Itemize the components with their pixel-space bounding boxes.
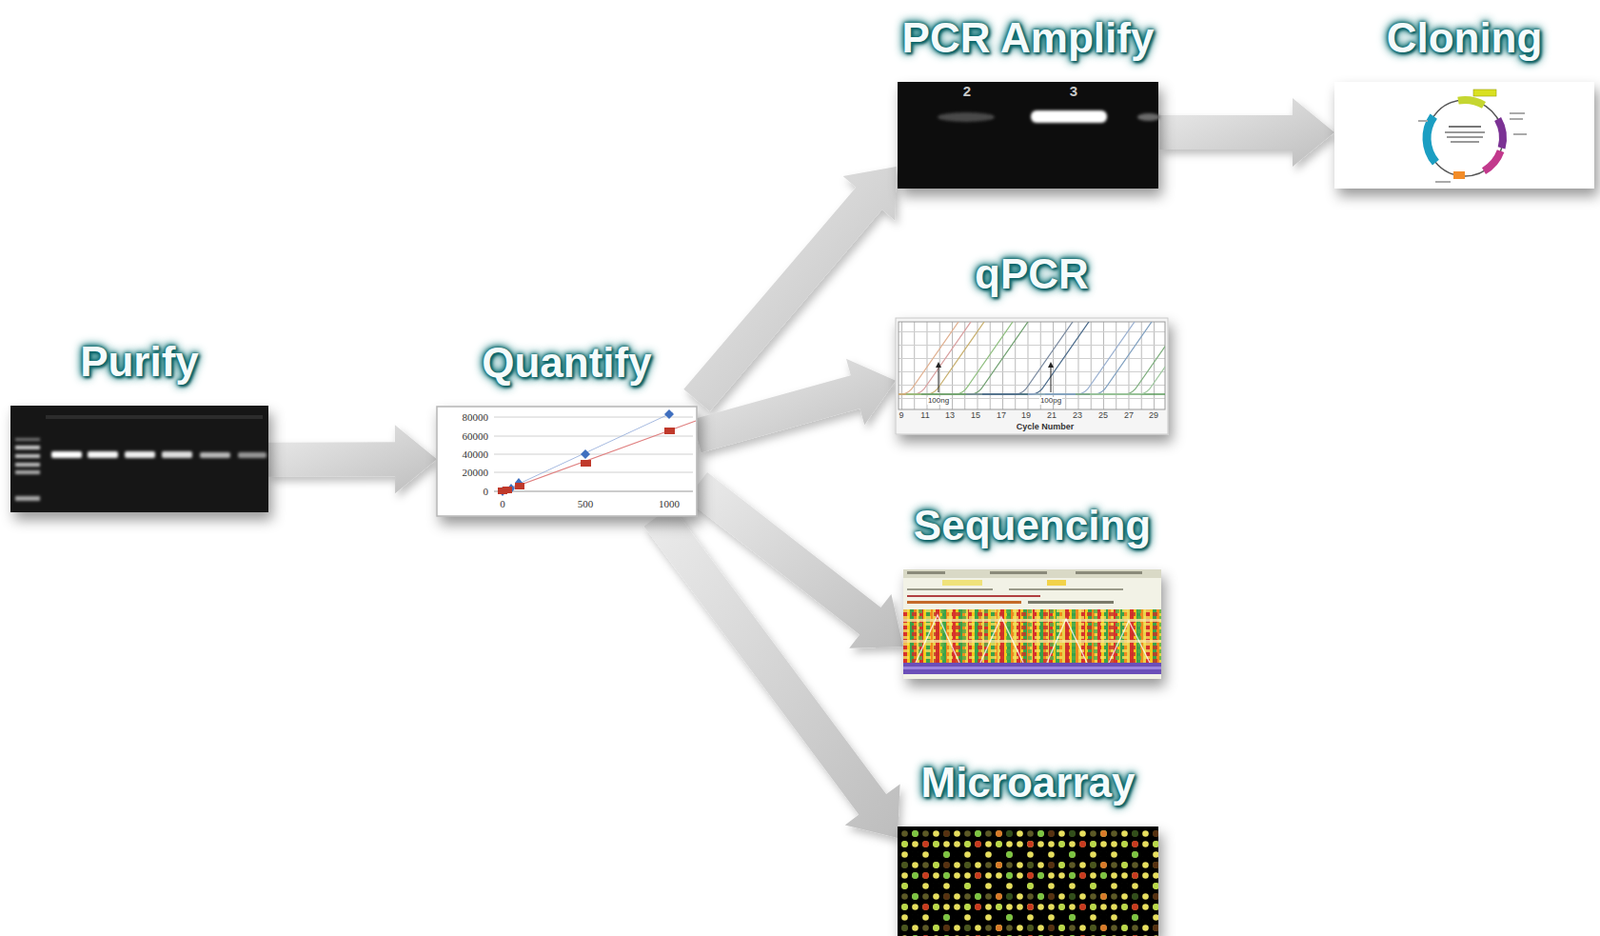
lane-number: 3 [1069,83,1078,99]
curve-label: 100ng [927,396,950,405]
axis-tick: 25 [1098,411,1108,420]
plasmid-map-panel [1334,81,1595,189]
axis-tick: 29 [1148,411,1159,420]
lane-number: 2 [963,83,971,99]
axis-tick: 60000 [462,431,490,442]
qpcr-panel [895,317,1168,435]
process-step: Quantify [436,337,697,516]
axis-tick: 0 [483,486,490,497]
axis-tick: 23 [1072,411,1083,420]
microarray-spots [897,826,1159,936]
process-step: Cloning [1334,13,1595,189]
qpcr-plot [851,321,1197,410]
block-arrow [268,424,437,494]
gel-bands [15,414,267,501]
sequencing-trace [903,569,1162,674]
step-heading: qPCR [974,249,1089,299]
process-step: Sequencing [903,500,1162,679]
axis-tick: 13 [945,411,955,420]
chart-plot [493,409,696,496]
pcr-bands [937,110,1161,123]
standard-curve-chart [436,406,697,516]
axis-tick: 40000 [462,449,490,460]
axis-tick: 1000 [658,498,680,510]
step-heading: Cloning [1386,13,1543,63]
block-arrow [644,505,901,838]
axis-tick: 21 [1046,411,1057,420]
axis-tick: 27 [1124,411,1134,420]
plasmid-map [1418,89,1527,183]
process-step: PCR Amplify [896,13,1161,189]
process-step: Purify [10,336,269,513]
axis-tick: 80000 [462,412,490,423]
step-heading: Purify [79,336,199,387]
microarray-panel [897,826,1159,936]
process-step: Microarray [897,757,1159,936]
axis-tick: 15 [970,411,981,420]
curve-label: 100pg [1039,396,1063,405]
axis-tick: 0 [499,498,506,510]
axis-title: Cycle Number [1016,422,1075,432]
step-heading: PCR Amplify [902,13,1155,63]
step-heading: Quantify [481,337,652,388]
axis-tick: 500 [577,498,594,510]
step-heading: Microarray [920,757,1135,808]
axis-tick: 19 [1021,411,1031,420]
axis-tick: 9 [898,411,904,420]
sequencing-panel [903,569,1162,679]
axis-tick: 17 [996,411,1007,420]
axis-tick: 20000 [462,467,490,478]
step-heading: Sequencing [913,500,1151,551]
pcr-gel [897,81,1159,189]
agarose-gel [10,405,269,513]
block-arrow [1159,98,1335,167]
block-arrow [691,358,896,453]
process-step: qPCR [895,249,1168,435]
axis-tick: 11 [920,411,929,420]
